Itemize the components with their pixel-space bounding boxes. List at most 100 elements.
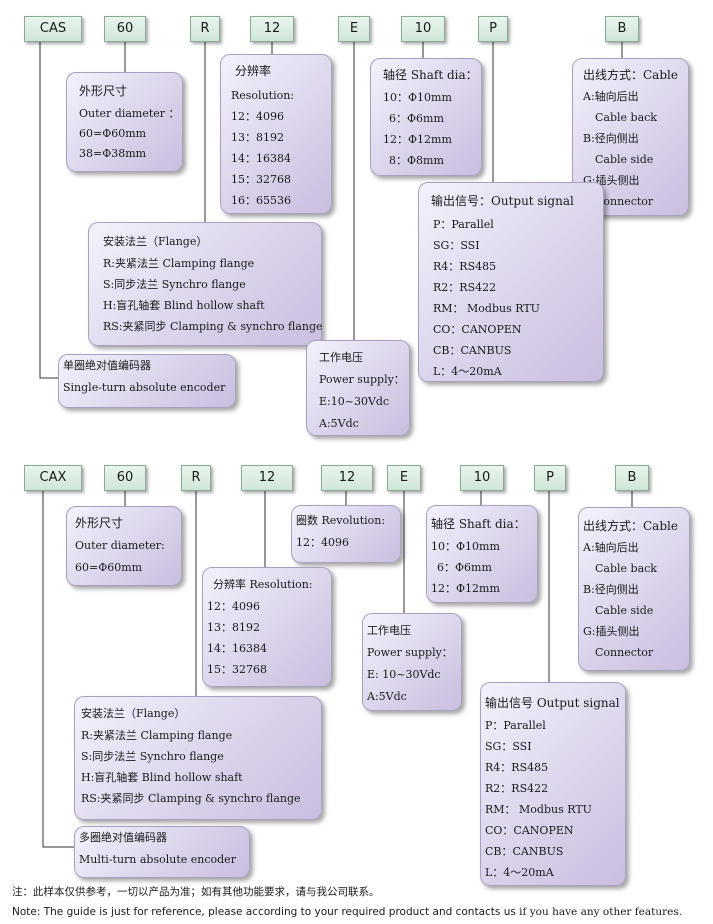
box-line: 14：16384	[231, 152, 291, 165]
box-line: A:轴向后出	[583, 90, 639, 103]
outer-diameter-box: 外形尺寸 Outer diameter: 60=Φ60mm	[66, 506, 182, 586]
box-line: 60=Φ60mm	[79, 127, 147, 140]
box-line: R4：RS485	[485, 761, 549, 774]
output-signal-box: 输出信号：Output signal P：Parallel SG：SSI R4：…	[418, 182, 604, 382]
box-line: RM： Modbus RTU	[485, 803, 592, 816]
box-line: Cable back	[595, 111, 657, 124]
box-title: 单圈绝对值编码器	[63, 359, 151, 372]
resolution-box: 分辨率 Resolution: 12：4096 13：8192 14：16384…	[202, 567, 332, 687]
code-flange: R	[190, 16, 220, 42]
code-cable: B	[605, 16, 639, 42]
box-line: A:5Vdc	[319, 417, 359, 430]
box-title: 输出信号 Output signal	[485, 696, 620, 710]
flange-box: 安装法兰（Flange） R:夹紧法兰 Clamping flange S:同步…	[74, 696, 322, 820]
box-title: 输出信号：Output signal	[431, 194, 574, 208]
shaft-box: 轴径 Shaft dia： 10：Φ10mm 6：Φ6mm 12：Φ12mm	[426, 505, 538, 603]
box-line: 6：Φ6mm	[389, 112, 444, 125]
box-title: 分辨率 Resolution:	[213, 578, 313, 591]
box-line: 12：4096	[231, 110, 284, 123]
note-english-part1: Note: The guide is just for reference, p…	[12, 906, 516, 918]
box-title: 多圈绝对值编码器	[79, 831, 167, 844]
box-line: 12：4096	[296, 536, 349, 549]
cable-box: 出线方式：Cable A:轴向后出 Cable back B:径向侧出 Cabl…	[578, 507, 690, 671]
box-line: SG：SSI	[433, 239, 480, 252]
box-line: L：4～20mA	[433, 365, 502, 378]
code-diameter: 60	[104, 465, 146, 491]
box-line: Power supply：	[367, 646, 453, 659]
note-chinese: 注：此样本仅供参考，一切以产品为准；如有其他功能要求，请与我公司联系。	[12, 886, 380, 898]
box-title: 外形尺寸	[75, 516, 124, 530]
box-line: 12：Φ12mm	[431, 582, 500, 595]
box-line: Multi-turn absolute encoder	[79, 853, 236, 866]
resolution-box: 分辨率 Resolution: 12：4096 13：8192 14：16384…	[220, 54, 332, 214]
box-line: E: 10~30Vdc	[367, 668, 441, 681]
box-line: 13：8192	[207, 621, 260, 634]
box-title: 安装法兰（Flange）	[81, 707, 186, 720]
code-cable: B	[615, 465, 649, 491]
code-diameter: 60	[104, 16, 146, 42]
shaft-box: 轴径 Shaft dia： 10：Φ10mm 6：Φ6mm 12：Φ12mm 8…	[370, 58, 482, 176]
box-title: 外形尺寸	[79, 84, 128, 98]
power-supply-box: 工作电压 Power supply： E:10~30Vdc A:5Vdc	[306, 340, 410, 436]
box-line: Connector	[595, 646, 654, 659]
box-title: 轴径 Shaft dia：	[383, 68, 478, 82]
box-line: 16：65536	[231, 194, 291, 207]
box-line: A:5Vdc	[367, 690, 407, 703]
box-title: 工作电压	[319, 351, 363, 364]
box-line: H:盲孔轴套 Blind hollow shaft	[103, 299, 265, 312]
box-line: S:同步法兰 Synchro flange	[81, 750, 224, 763]
power-supply-box: 工作电压 Power supply： E: 10~30Vdc A:5Vdc	[362, 613, 462, 711]
box-line: RS:夹紧同步 Clamping & synchro flange	[81, 792, 301, 805]
box-line: 15：32768	[207, 663, 267, 676]
box-line: Cable side	[595, 604, 654, 617]
code-resolution: 12	[241, 465, 293, 491]
box-line: R2：RS422	[433, 281, 497, 294]
box-line: H:盲孔轴套 Blind hollow shaft	[81, 771, 243, 784]
box-line: 38=Φ38mm	[79, 147, 147, 160]
box-line: Power supply：	[319, 373, 405, 386]
box-line: Cable back	[595, 562, 657, 575]
box-line: B:径向侧出	[583, 583, 639, 596]
box-line: RM： Modbus RTU	[433, 302, 540, 315]
box-line: 14：16384	[207, 642, 267, 655]
box-line: 10：Φ10mm	[431, 540, 500, 553]
box-line: G:插头侧出	[583, 625, 640, 638]
box-line: 60=Φ60mm	[75, 561, 143, 574]
box-line: P：Parallel	[433, 218, 494, 231]
code-output: P	[534, 465, 566, 491]
box-title: 轴径 Shaft dia：	[431, 517, 526, 531]
box-line: E:10~30Vdc	[319, 395, 390, 408]
code-power: E	[387, 465, 421, 491]
box-line: CB：CANBUS	[485, 845, 564, 858]
box-line: L：4～20mA	[485, 866, 554, 879]
box-line: 13：8192	[231, 131, 284, 144]
box-line: S:同步法兰 Synchro flange	[103, 278, 246, 291]
note-english: Note: The guide is just for reference, p…	[12, 906, 682, 919]
box-title: 出线方式：Cable	[583, 519, 678, 533]
box-line: R2：RS422	[485, 782, 549, 795]
box-line: 15：32768	[231, 173, 291, 186]
box-line: CO：CANOPEN	[485, 824, 574, 837]
code-shaft: 10	[460, 465, 504, 491]
code-turns: 12	[321, 465, 373, 491]
code-resolution: 12	[250, 16, 294, 42]
box-line: R4：RS485	[433, 260, 497, 273]
output-signal-box: 输出信号 Output signal P：Parallel SG：SSI R4：…	[480, 682, 626, 886]
box-line: Cable side	[595, 153, 654, 166]
code-series: CAS	[24, 16, 82, 42]
box-line: SG：SSI	[485, 740, 532, 753]
box-line: 10：Φ10mm	[383, 91, 452, 104]
code-series: CAX	[24, 465, 82, 491]
box-title: 工作电压	[367, 624, 411, 637]
flange-box: 安装法兰（Flange） R:夹紧法兰 Clamping flange S:同步…	[88, 222, 323, 346]
box-line: R:夹紧法兰 Clamping flange	[103, 257, 255, 270]
box-title: 出线方式：Cable	[583, 68, 678, 82]
box-line: RS:夹紧同步 Clamping & synchro flange	[103, 320, 323, 333]
code-power: E	[338, 16, 370, 42]
code-shaft: 10	[401, 16, 445, 42]
box-title: 安装法兰（Flange）	[103, 235, 208, 248]
box-line: Resolution:	[231, 89, 295, 102]
box-line: Outer diameter:	[75, 539, 165, 552]
box-line: CO：CANOPEN	[433, 323, 522, 336]
code-flange: R	[181, 465, 211, 491]
